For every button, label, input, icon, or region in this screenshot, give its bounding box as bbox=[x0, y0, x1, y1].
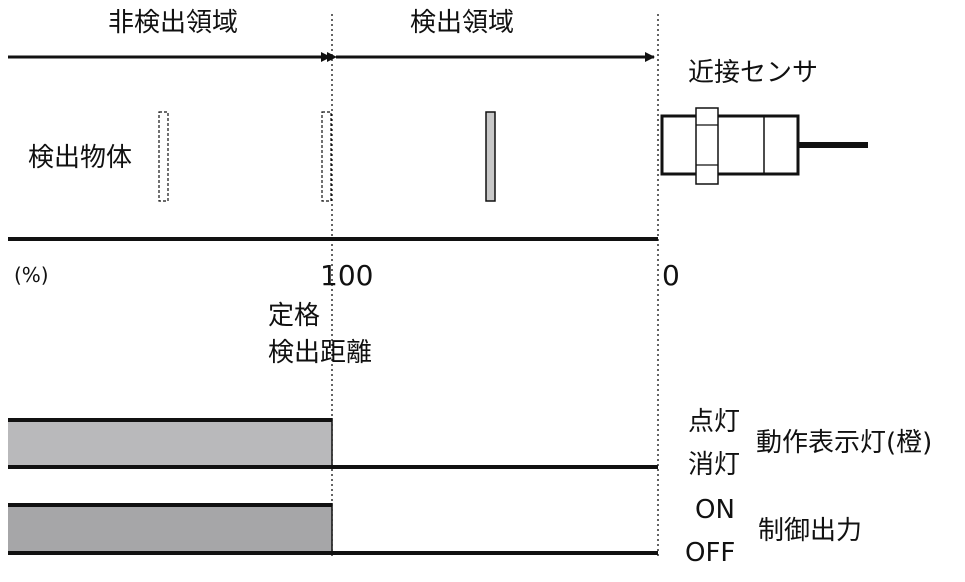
output-timing-waveform bbox=[8, 503, 658, 555]
output-off-label: OFF bbox=[685, 538, 736, 568]
non-detection-zone-label: 非検出領域 bbox=[108, 8, 239, 38]
sensor-label: 近接センサ bbox=[688, 58, 819, 88]
operation-indicator-label: 動作表示灯(橙) bbox=[756, 428, 933, 458]
proximity-sensor-icon bbox=[660, 107, 868, 185]
target-position-dashed-2 bbox=[321, 111, 332, 202]
indicator-timing-waveform bbox=[8, 418, 658, 469]
target-position-dashed-1 bbox=[158, 111, 169, 202]
output-on-label: ON bbox=[695, 495, 735, 525]
tick-100-label: 100 bbox=[320, 259, 374, 292]
rated-distance-label-line1: 定格 bbox=[268, 301, 321, 331]
tick-0-label: 0 bbox=[662, 259, 680, 292]
lamp-on-label: 点灯 bbox=[688, 407, 741, 437]
lamp-off-label: 消灯 bbox=[688, 450, 741, 480]
rated-distance-label-line2: 検出距離 bbox=[268, 338, 373, 368]
percent-unit-label: (%) bbox=[14, 263, 49, 287]
control-output-label: 制御出力 bbox=[758, 516, 863, 546]
detection-zone-label: 検出領域 bbox=[410, 8, 515, 38]
target-object bbox=[485, 111, 496, 202]
target-label: 検出物体 bbox=[28, 143, 133, 173]
